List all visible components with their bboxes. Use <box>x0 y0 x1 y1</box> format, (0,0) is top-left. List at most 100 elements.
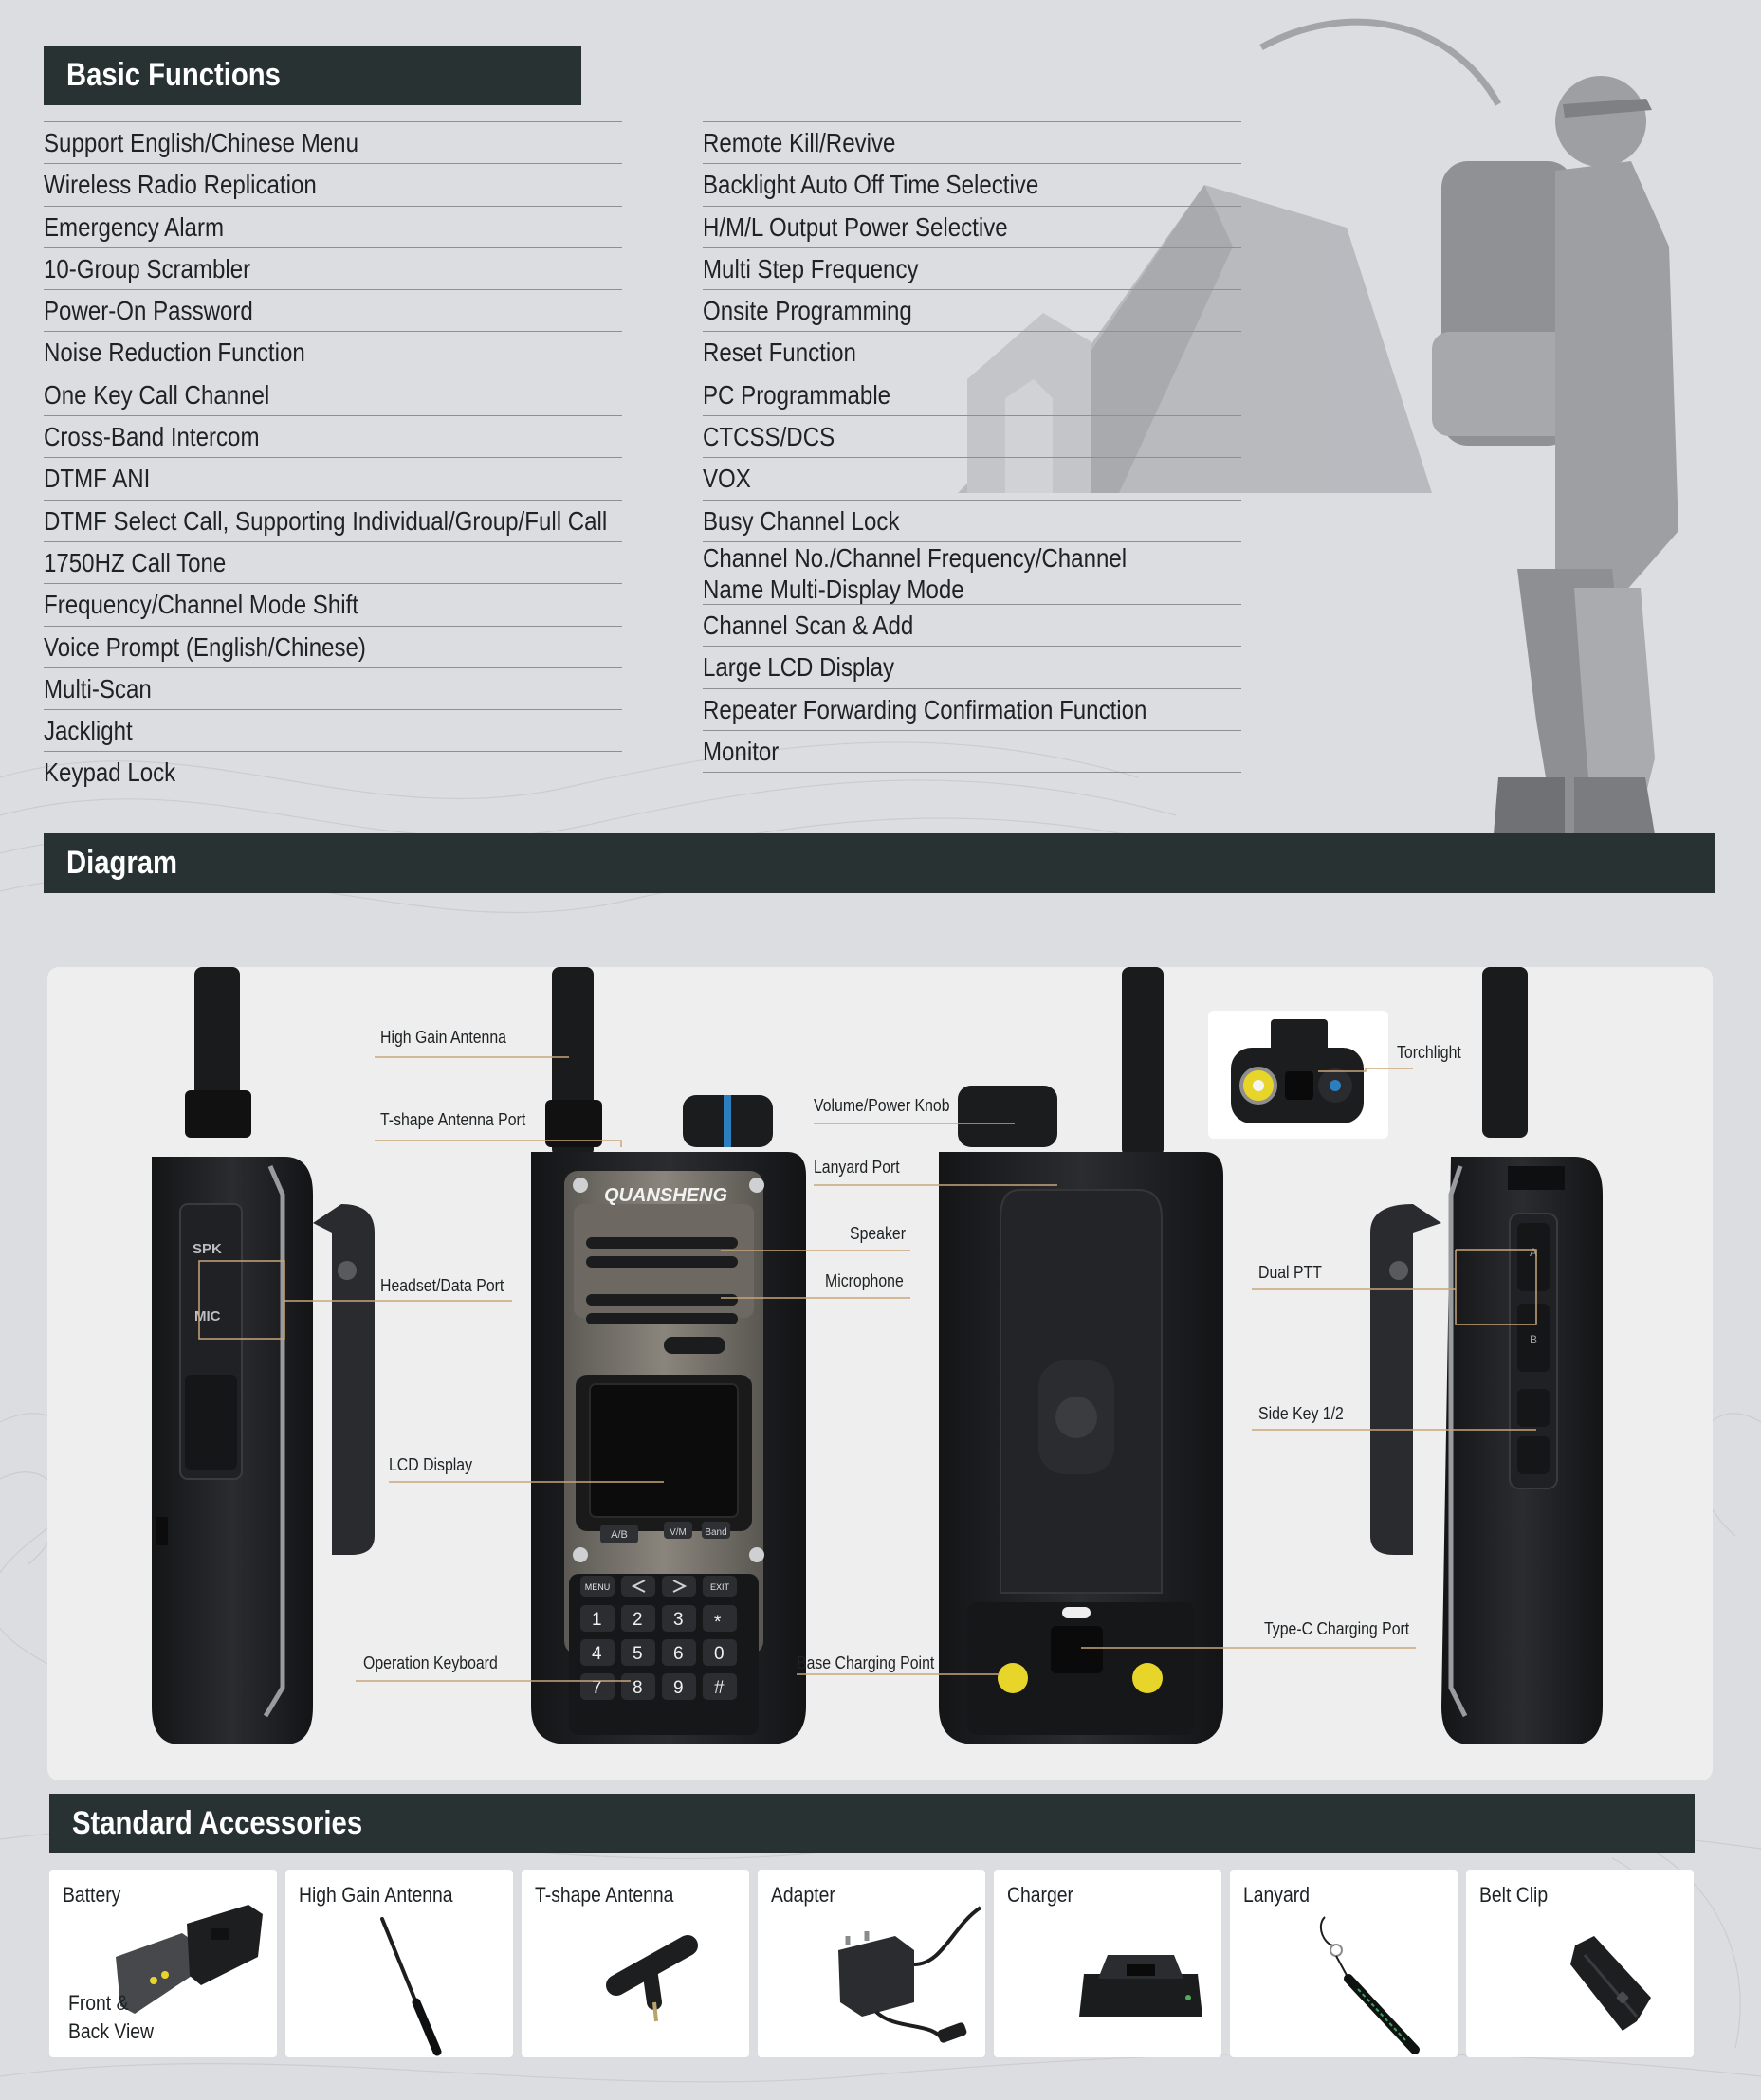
function-item: DTMF Select Call, Supporting Individual/… <box>44 499 622 541</box>
function-item: VOX <box>703 457 1241 499</box>
function-item: Cross-Band Intercom <box>44 415 622 457</box>
accessory-card-battery: Battery Front & Back View <box>49 1870 277 2057</box>
callout-lines <box>284 1056 1537 1682</box>
function-item: PC Programmable <box>703 373 1241 415</box>
callout-side-key: Side Key 1/2 <box>1258 1404 1344 1423</box>
function-item: Monitor <box>703 729 1241 772</box>
battery-icon <box>116 1905 263 2014</box>
function-item: Emergency Alarm <box>44 205 622 247</box>
key-ab: A/B <box>611 1529 628 1541</box>
callout-operation-keyboard: Operation Keyboard <box>363 1653 498 1672</box>
function-item: DTMF ANI <box>44 457 622 499</box>
callout-volume-power-knob: Volume/Power Knob <box>814 1096 950 1115</box>
accessory-label: High Gain Antenna <box>299 1883 453 1907</box>
accessory-sub: Front & Back View <box>68 1991 155 2043</box>
key-digit: 9 <box>673 1678 684 1698</box>
accessory-label: T-shape Antenna <box>535 1883 674 1907</box>
accessory-label: Lanyard <box>1243 1883 1310 1907</box>
keypad <box>580 1576 737 1700</box>
function-item: Wireless Radio Replication <box>44 163 622 205</box>
callout-lcd-display: LCD Display <box>389 1455 473 1474</box>
function-item: One Key Call Channel <box>44 373 622 415</box>
function-item: Noise Reduction Function <box>44 331 622 373</box>
mic-label: MIC <box>194 1308 221 1324</box>
callout-type-c-charging-port: Type-C Charging Port <box>1264 1619 1410 1638</box>
key-digit: 1 <box>592 1610 602 1630</box>
callout-lanyard-port: Lanyard Port <box>814 1158 900 1177</box>
function-item: Onsite Programming <box>703 289 1241 331</box>
callout-torchlight: Torchlight <box>1397 1043 1461 1062</box>
basic-functions-header: Basic Functions <box>44 46 581 105</box>
key-digit: 0 <box>714 1644 725 1664</box>
ptt-a-label: A <box>1530 1246 1537 1259</box>
function-item: 10-Group Scrambler <box>44 247 622 289</box>
belt-clip-icon <box>1570 1936 1651 2031</box>
function-item: Backlight Auto Off Time Selective <box>703 163 1241 205</box>
key-band: Band <box>705 1527 726 1538</box>
function-item: Multi Step Frequency <box>703 247 1241 289</box>
function-item: Multi-Scan <box>44 667 622 709</box>
lanyard-icon <box>1319 1916 1420 2054</box>
ptt-b-label: B <box>1530 1333 1537 1346</box>
accessories-header: Standard Accessories <box>49 1794 1695 1853</box>
key-digit: * <box>714 1613 722 1633</box>
spk-label: SPK <box>193 1241 222 1257</box>
callout-high-gain-antenna: High Gain Antenna <box>380 1028 506 1047</box>
key-vm: V/M <box>670 1527 687 1538</box>
callout-microphone: Microphone <box>825 1271 904 1290</box>
function-item: Busy Channel Lock <box>703 499 1241 541</box>
diagram-title: Diagram <box>66 845 178 881</box>
adapter-icon <box>838 1906 982 2043</box>
callout-t-shape-antenna-port: T-shape Antenna Port <box>380 1110 526 1129</box>
antenna-icon <box>380 1917 442 2056</box>
key-digit: # <box>714 1678 725 1698</box>
functions-list-right: Remote Kill/Revive Backlight Auto Off Ti… <box>703 121 1241 774</box>
accessory-card-charger: Charger <box>994 1870 1221 2057</box>
radio-side-view-left <box>152 967 375 1744</box>
accessory-label: Charger <box>1007 1883 1073 1907</box>
callout-base-charging-point: Base Charging Point <box>797 1653 935 1672</box>
function-item: Reset Function <box>703 331 1241 373</box>
function-item: Frequency/Channel Mode Shift <box>44 583 622 625</box>
key-menu: MENU <box>585 1582 611 1592</box>
key-digit: 7 <box>592 1678 602 1698</box>
key-digit: 4 <box>592 1644 602 1664</box>
key-digit: 5 <box>633 1644 643 1664</box>
accessory-label: Battery <box>63 1883 121 1907</box>
function-item: Channel Scan & Add <box>703 603 1241 646</box>
key-digit: 2 <box>633 1610 643 1630</box>
accessory-card-belt-clip: Belt Clip <box>1466 1870 1694 2057</box>
key-digit: 6 <box>673 1644 684 1664</box>
accessory-card-high-gain-antenna: High Gain Antenna <box>285 1870 513 2057</box>
key-exit: EXIT <box>710 1582 730 1592</box>
radio-side-view-right <box>1370 967 1603 1744</box>
function-item: Support English/Chinese Menu <box>44 121 622 163</box>
callout-speaker: Speaker <box>850 1224 907 1243</box>
charger-icon <box>1079 1955 1202 2017</box>
functions-list-left: Support English/Chinese Menu Wireless Ra… <box>44 121 622 794</box>
list-divider <box>703 772 1241 774</box>
t-antenna-icon <box>606 1935 698 2022</box>
callout-headset-data-port: Headset/Data Port <box>380 1276 504 1295</box>
function-item: Keypad Lock <box>44 751 622 793</box>
diagram-panel <box>47 967 1713 1780</box>
function-item: Power-On Password <box>44 289 622 331</box>
function-item: Channel No./Channel Frequency/Channel Na… <box>703 540 1241 604</box>
function-item: Jacklight <box>44 709 622 751</box>
accessory-label: Adapter <box>771 1883 835 1907</box>
callout-dual-ptt: Dual PTT <box>1258 1263 1322 1282</box>
function-item: CTCSS/DCS <box>703 415 1241 457</box>
radio-back-view <box>939 967 1223 1744</box>
function-item: H/M/L Output Power Selective <box>703 205 1241 247</box>
accessory-card-lanyard: Lanyard <box>1230 1870 1458 2057</box>
function-item: Remote Kill/Revive <box>703 121 1241 163</box>
brand-logo: QUANSHENG <box>604 1185 727 1206</box>
key-digit: 8 <box>633 1678 643 1698</box>
accessory-card-adapter: Adapter <box>758 1870 985 2057</box>
accessories-title: Standard Accessories <box>72 1804 363 1841</box>
basic-functions-title: Basic Functions <box>66 57 281 93</box>
function-item: Repeater Forwarding Confirmation Functio… <box>703 687 1241 730</box>
accessory-label: Belt Clip <box>1479 1883 1549 1907</box>
accessory-card-t-shape-antenna: T-shape Antenna <box>522 1870 749 2057</box>
